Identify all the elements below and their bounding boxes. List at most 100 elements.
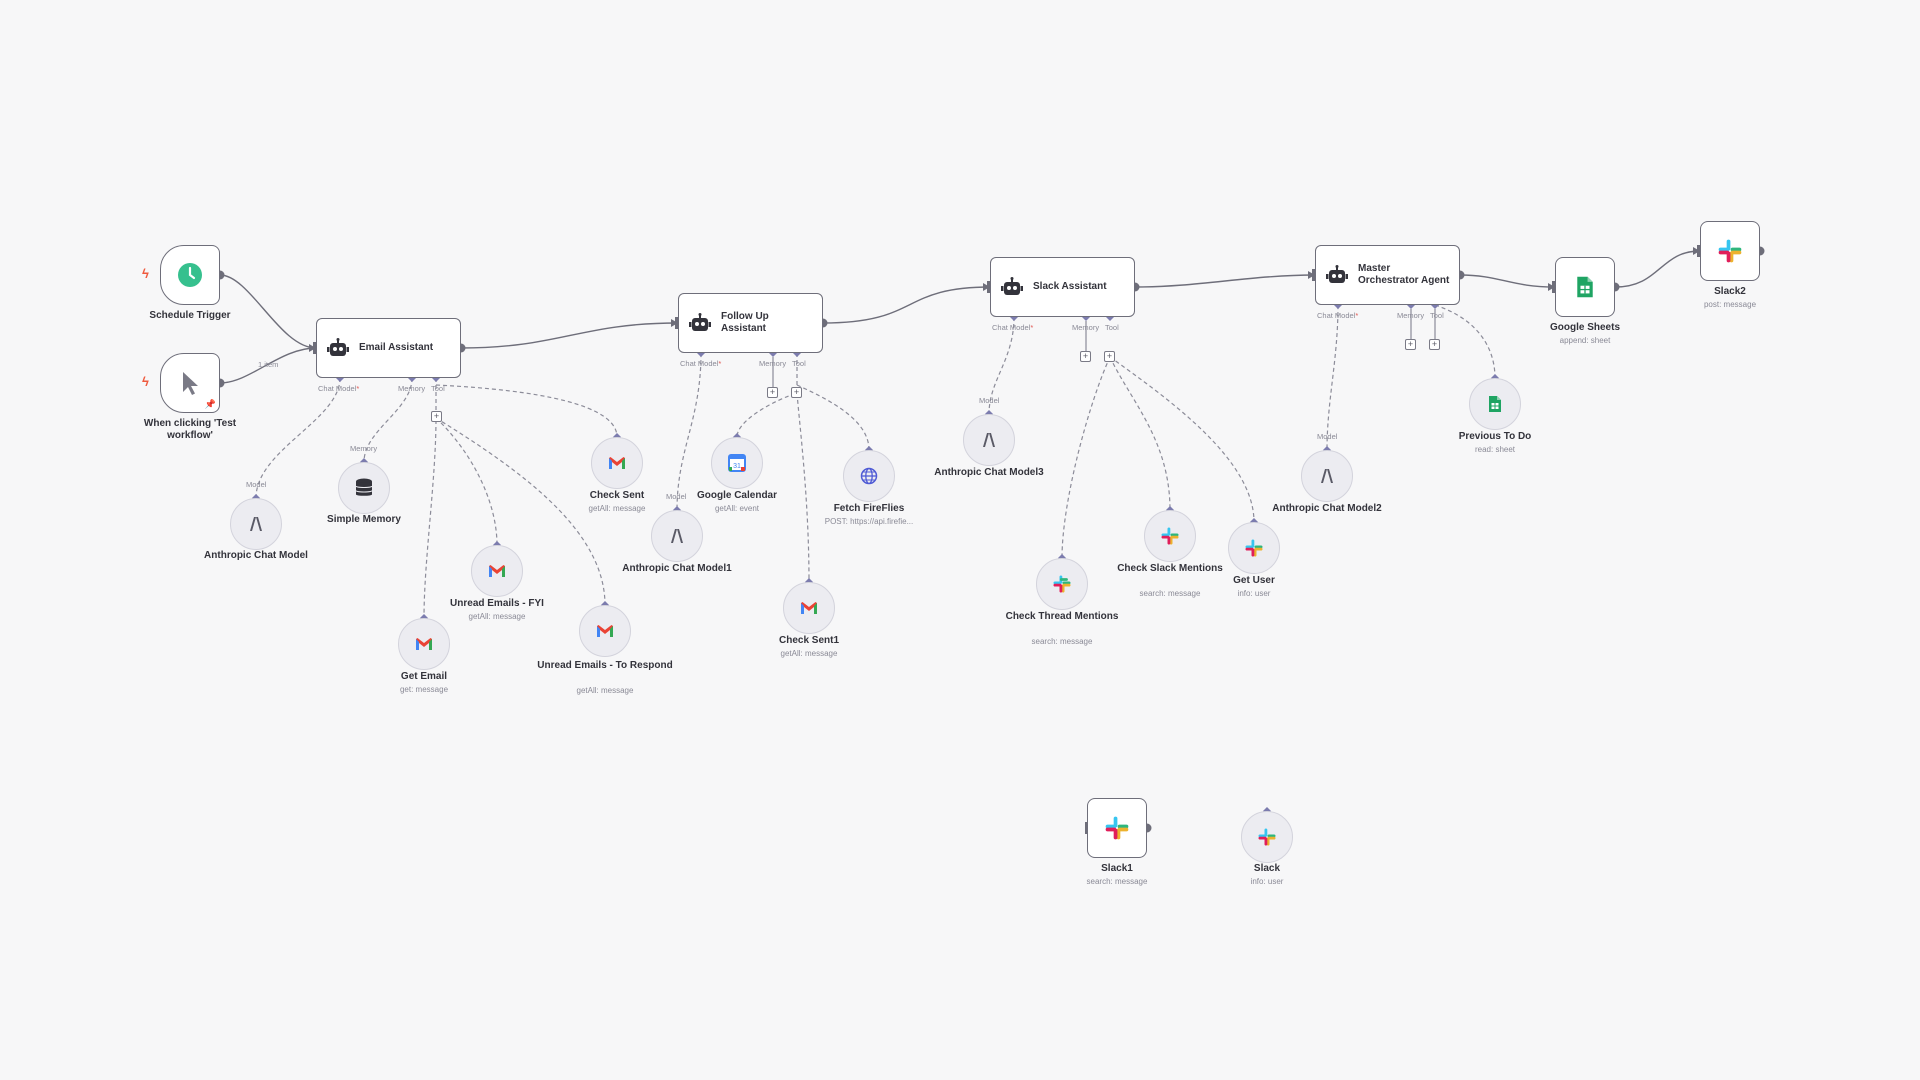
node-title: Check Slack Mentions	[1117, 563, 1223, 574]
google-calendar-icon: 31	[728, 454, 746, 472]
robot-icon	[1001, 277, 1023, 297]
tool-port-label: Tool	[1105, 323, 1119, 332]
node-subtitle: search: message	[1139, 589, 1201, 598]
gmail-icon	[415, 637, 433, 651]
robot-icon	[327, 338, 349, 358]
node-subtitle: get: message	[399, 685, 449, 694]
tool-port-label: Tool	[1430, 311, 1444, 320]
gmail-icon	[608, 456, 626, 470]
database-icon	[355, 478, 373, 498]
connection-master-to-sheets[interactable]	[1459, 274, 1556, 288]
node-title: Simple Memory	[327, 514, 401, 525]
check-slack-mentions-node[interactable]	[1144, 510, 1196, 562]
check-sent-node[interactable]	[591, 437, 643, 489]
gmail-icon	[800, 601, 818, 615]
slack1-node[interactable]	[1087, 798, 1147, 858]
anthropic-icon	[980, 433, 998, 447]
trigger-bolt-icon: ϟ	[142, 374, 149, 389]
add-memory-button[interactable]: +	[1405, 339, 1416, 350]
node-title: Fetch FireFlies	[833, 503, 905, 514]
fetch-fireflies-node[interactable]	[843, 450, 895, 502]
tool-port-label: Tool	[431, 384, 445, 393]
connection-followup-to-slack-assistant[interactable]	[822, 286, 991, 324]
google-sheets-node[interactable]	[1555, 257, 1615, 317]
node-title: Google Sheets	[1549, 322, 1620, 333]
node-title: Check Sent	[589, 490, 645, 501]
memory-port-label: Memory	[759, 359, 787, 368]
node-subtitle: post: message	[1703, 300, 1757, 309]
node-subtitle: info: user	[1237, 589, 1271, 598]
slack-icon	[1105, 816, 1129, 840]
connection-sheets-to-slack2[interactable]	[1614, 250, 1701, 288]
anthropic-chat-model2-node[interactable]	[1301, 450, 1353, 502]
node-title: Google Calendar	[696, 490, 777, 501]
simple-memory-node[interactable]	[338, 462, 390, 514]
add-tool-button[interactable]: +	[791, 387, 802, 398]
slack-icon	[1245, 539, 1263, 557]
anthropic-chat-model-node[interactable]	[230, 498, 282, 550]
previous-to-do-node[interactable]	[1469, 378, 1521, 430]
add-tool-button[interactable]: +	[1104, 351, 1115, 362]
gmail-icon	[596, 624, 614, 638]
connection-email-to-followup[interactable]	[460, 322, 679, 349]
slack-assistant-node[interactable]: Slack Assistant	[990, 257, 1135, 317]
model-port-label: Model	[1317, 432, 1338, 441]
check-thread-mentions-node[interactable]	[1036, 558, 1088, 610]
node-subtitle: search: message	[1031, 637, 1093, 646]
node-title: Slack2	[1714, 286, 1746, 297]
node-subtitle: getAll: message	[588, 504, 646, 513]
schedule-trigger-node[interactable]	[160, 245, 220, 305]
node-title: Anthropic Chat Model2	[1272, 503, 1382, 514]
add-memory-button[interactable]: +	[767, 387, 778, 398]
node-title: Previous To Do	[1458, 431, 1532, 442]
chat-model-port-label: Chat Model*	[992, 323, 1034, 332]
unread-emails-to-respond-node[interactable]	[579, 605, 631, 657]
pin-icon: 📌	[204, 399, 216, 409]
node-title: Master Orchestrator Agent	[1358, 263, 1450, 286]
node-subtitle: getAll: event	[714, 504, 760, 513]
node-title: Slack	[1253, 863, 1281, 874]
unread-emails-fyi-node[interactable]	[471, 545, 523, 597]
node-title: When clicking 'Test workflow'	[143, 418, 237, 441]
globe-icon	[860, 467, 878, 485]
connection-slack-assistant-to-master[interactable]	[1134, 274, 1316, 288]
chat-model-port-label: Chat Model*	[318, 384, 360, 393]
tool-port-label: Tool	[792, 359, 806, 368]
slack-node[interactable]	[1241, 811, 1293, 863]
check-sent1-node[interactable]	[783, 582, 835, 634]
add-tool-button[interactable]: +	[1429, 339, 1440, 350]
manual-trigger-node[interactable]: 📌	[160, 353, 220, 413]
node-subtitle: append: sheet	[1559, 336, 1611, 345]
cursor-icon	[178, 370, 202, 396]
get-email-node[interactable]	[398, 618, 450, 670]
slack2-node[interactable]	[1700, 221, 1760, 281]
memory-port-label: Memory	[1072, 323, 1100, 332]
node-subtitle: search: message	[1086, 877, 1148, 886]
node-title: Anthropic Chat Model	[204, 550, 308, 561]
node-title: Email Assistant	[359, 342, 434, 353]
node-title: Check Sent1	[778, 635, 840, 646]
node-subtitle: read: sheet	[1474, 445, 1516, 454]
follow-up-assistant-node[interactable]: Follow Up Assistant	[678, 293, 823, 353]
anthropic-chat-model3-node[interactable]	[963, 414, 1015, 466]
model-port-label: Model	[979, 396, 1000, 405]
model-port-label: Model	[246, 480, 267, 489]
model-port-label: Model	[666, 492, 687, 501]
node-subtitle: POST: https://api.firefie...	[824, 517, 914, 526]
gmail-icon	[488, 564, 506, 578]
google-calendar-node[interactable]: 31	[711, 437, 763, 489]
email-assistant-node[interactable]: Email Assistant	[316, 318, 461, 378]
add-tool-button[interactable]: +	[431, 411, 442, 422]
node-title: Get Email	[400, 671, 448, 682]
anthropic-chat-model1-node[interactable]	[651, 510, 703, 562]
node-subtitle: info: user	[1250, 877, 1284, 886]
slack-icon	[1053, 575, 1071, 593]
add-memory-button[interactable]: +	[1080, 351, 1091, 362]
node-title: Check Thread Mentions	[1005, 611, 1119, 622]
edge-item-count: 1 item	[258, 360, 279, 369]
get-user-node[interactable]	[1228, 522, 1280, 574]
master-orchestrator-agent-node[interactable]: Master Orchestrator Agent	[1315, 245, 1460, 305]
memory-port-label: Memory	[1397, 311, 1425, 320]
node-title: Unread Emails - To Respond	[537, 660, 673, 671]
